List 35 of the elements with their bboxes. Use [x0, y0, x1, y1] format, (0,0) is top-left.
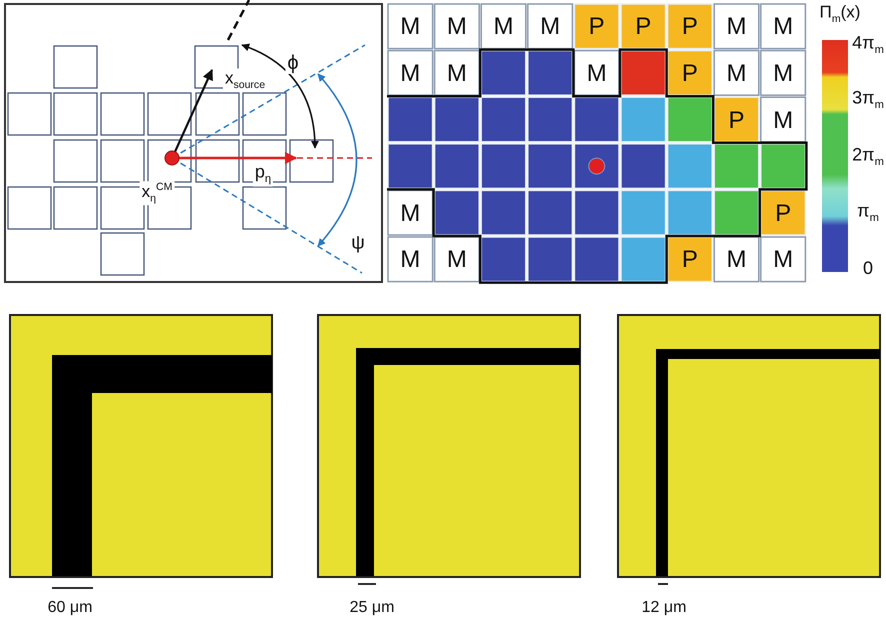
cell-label: P: [682, 15, 698, 40]
cell-label: M: [446, 15, 467, 40]
cell-label: M: [540, 15, 560, 40]
symbol-label: ϕ: [285, 52, 301, 74]
colorbar-tick-label: 4π$_{m}$: [852, 34, 884, 56]
cell-label: P: [775, 202, 792, 226]
cell-label: P: [682, 62, 698, 86]
cell-label: M: [726, 62, 746, 86]
cell-label: P: [728, 108, 744, 132]
cell-label: M: [726, 15, 746, 40]
cell-label: M: [586, 62, 607, 86]
cell-label: M: [400, 15, 420, 40]
scale-label: 25 μm: [350, 600, 394, 616]
colorbar-tick-label: π$_{m}$: [857, 202, 879, 224]
cell-label: P: [682, 248, 698, 272]
cell-label: M: [494, 15, 514, 40]
colorbar-tick-label: 0: [863, 259, 873, 277]
symbol-label: x$_{source}$: [222, 68, 268, 92]
cell-label: P: [635, 15, 652, 40]
cell-label: M: [773, 62, 794, 86]
colorbar-tick-label: 3π$_{m}$: [852, 88, 884, 112]
colorbar-tick-label: 2π$_{m}$: [852, 146, 884, 168]
cell-label: M: [446, 248, 467, 272]
cell-label: M: [400, 202, 420, 226]
cell-label: M: [773, 248, 794, 272]
scale-label: 60 μm: [48, 600, 92, 616]
cell-label: M: [400, 62, 420, 86]
cell-label: M: [400, 248, 420, 272]
cell-label: M: [773, 15, 794, 40]
cell-label: M: [773, 108, 794, 132]
colorbar-title: Π$_{m}$(x): [820, 4, 860, 24]
scale-label: 12 μm: [642, 600, 686, 616]
cell-label: M: [726, 248, 746, 272]
cell-label: M: [446, 62, 467, 86]
cell-label: P: [588, 15, 605, 40]
